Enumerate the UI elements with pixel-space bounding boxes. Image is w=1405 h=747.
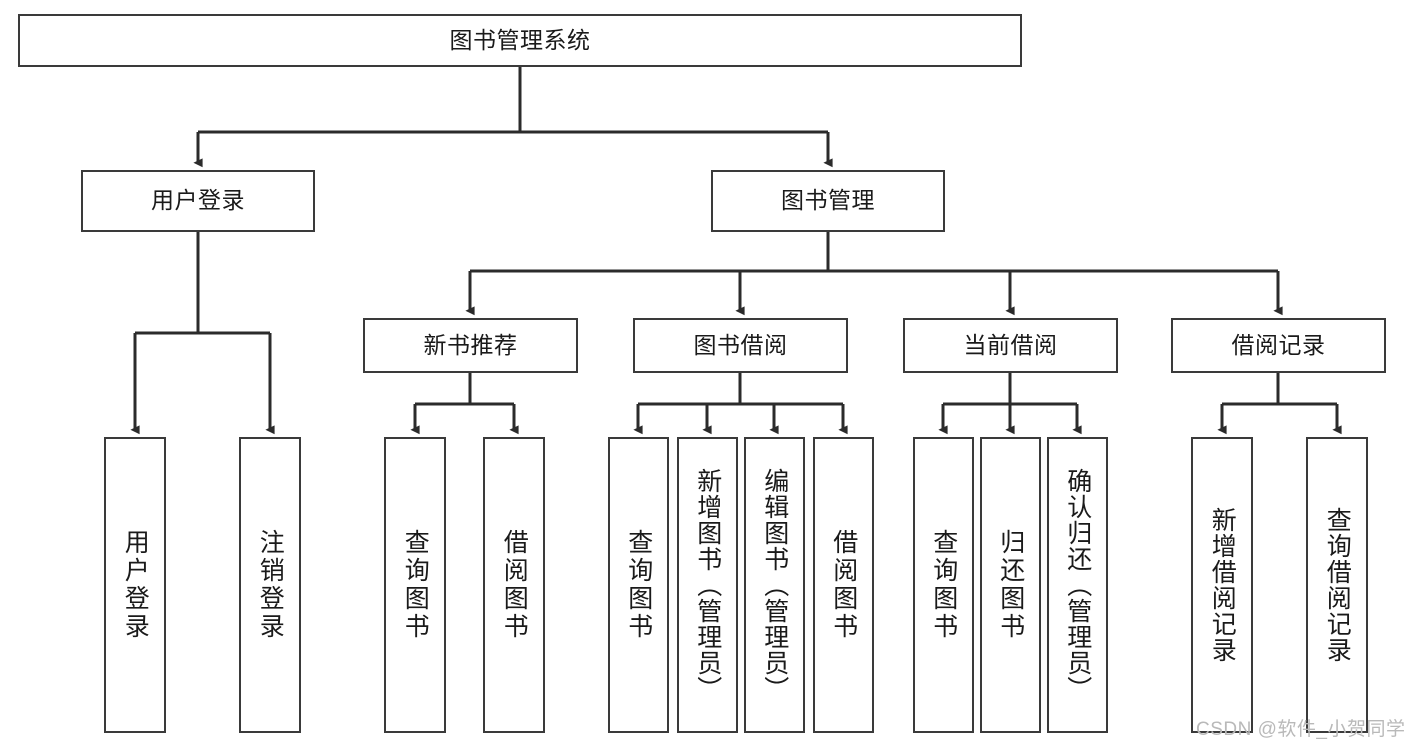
node-leaf-query-book-recommend[interactable]: 查询图书 xyxy=(384,437,446,733)
node-leaf-logout[interactable]: 注销登录 xyxy=(239,437,301,733)
node-label: 借阅记录 xyxy=(1231,331,1326,358)
node-borrow-record[interactable]: 借阅记录 xyxy=(1171,318,1386,373)
node-book-borrow[interactable]: 图书借阅 xyxy=(633,318,848,373)
node-leaf-return-book[interactable]: 归还图书 xyxy=(980,437,1041,733)
node-label: 新书推荐 xyxy=(423,331,518,358)
node-leaf-add-book-admin[interactable]: 新增图书（管理员） xyxy=(677,437,738,733)
node-leaf-query-borrow-record[interactable]: 查询借阅记录 xyxy=(1306,437,1368,733)
node-label: 归还图书 xyxy=(996,529,1025,641)
node-label: 查询借阅记录 xyxy=(1323,507,1352,663)
node-leaf-confirm-return-admin[interactable]: 确认归还（管理员） xyxy=(1047,437,1108,733)
node-label: 注销登录 xyxy=(256,529,285,641)
node-label: 图书借阅 xyxy=(693,331,788,358)
node-label: 编辑图书（管理员） xyxy=(760,468,789,702)
node-label: 图书管理 xyxy=(781,187,875,214)
node-leaf-query-book-current[interactable]: 查询图书 xyxy=(913,437,974,733)
node-label: 图书管理系统 xyxy=(449,26,591,53)
node-label: 用户登录 xyxy=(151,187,245,214)
node-book-management[interactable]: 图书管理 xyxy=(711,170,945,232)
node-new-book-recommend[interactable]: 新书推荐 xyxy=(363,318,578,373)
node-user-login[interactable]: 用户登录 xyxy=(81,170,315,232)
node-root-book-management-system[interactable]: 图书管理系统 xyxy=(18,14,1022,67)
node-leaf-add-borrow-record[interactable]: 新增借阅记录 xyxy=(1191,437,1253,733)
node-label: 查询图书 xyxy=(624,529,653,641)
node-leaf-user-login[interactable]: 用户登录 xyxy=(104,437,166,733)
node-label: 新增图书（管理员） xyxy=(693,468,722,702)
node-leaf-borrow-book[interactable]: 借阅图书 xyxy=(813,437,874,733)
node-label: 借阅图书 xyxy=(500,529,529,641)
node-label: 当前借阅 xyxy=(963,331,1058,358)
node-label: 查询图书 xyxy=(929,529,958,641)
node-label: 借阅图书 xyxy=(829,529,858,641)
node-current-borrow[interactable]: 当前借阅 xyxy=(903,318,1118,373)
node-label: 确认归还（管理员） xyxy=(1063,468,1092,702)
node-leaf-borrow-book-recommend[interactable]: 借阅图书 xyxy=(483,437,545,733)
node-label: 查询图书 xyxy=(401,529,430,641)
node-label: 用户登录 xyxy=(121,529,150,641)
node-label: 新增借阅记录 xyxy=(1208,507,1237,663)
node-leaf-edit-book-admin[interactable]: 编辑图书（管理员） xyxy=(744,437,805,733)
node-leaf-query-book-borrow[interactable]: 查询图书 xyxy=(608,437,669,733)
